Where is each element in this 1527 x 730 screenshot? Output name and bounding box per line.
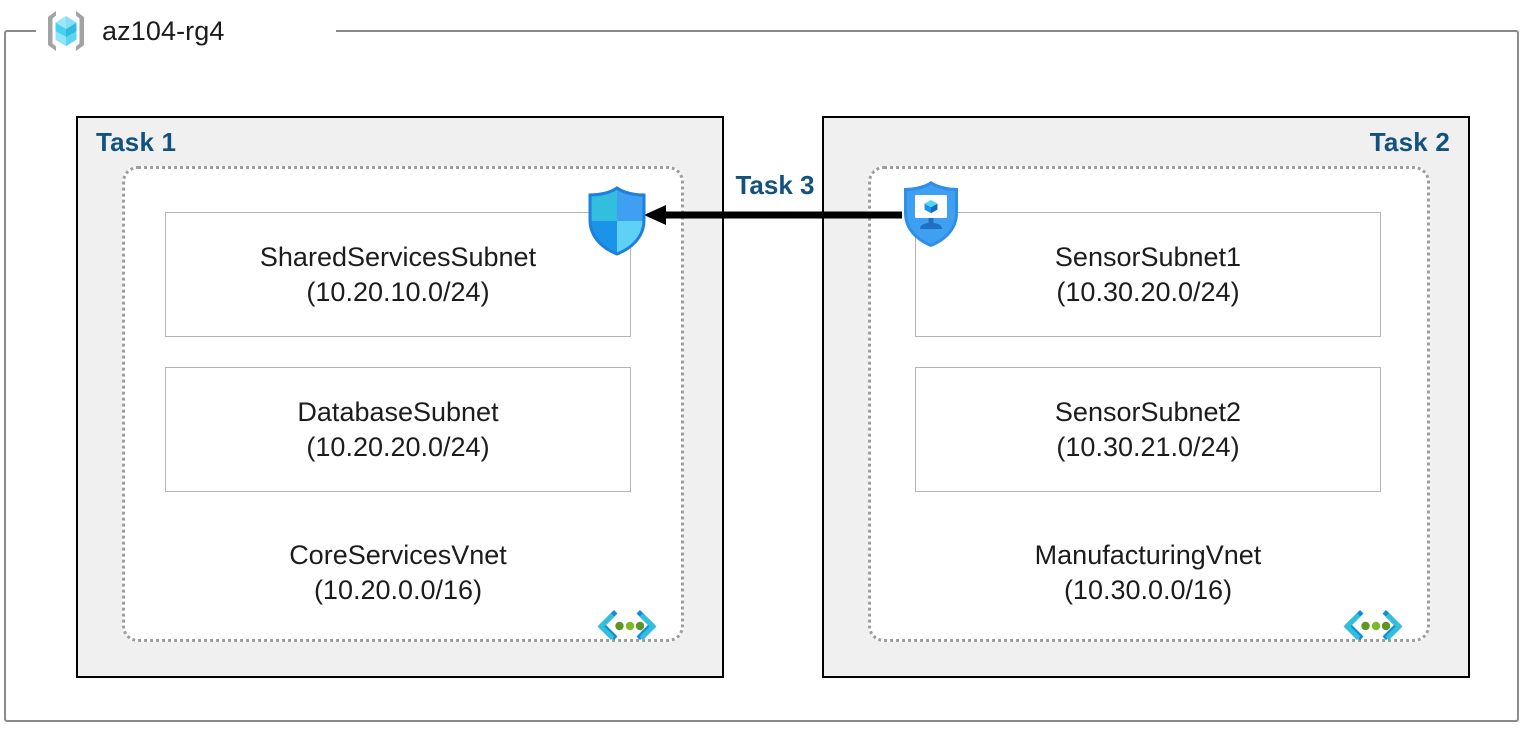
resource-group-cube-icon [42,7,90,55]
resource-group-header: az104-rg4 [42,4,224,58]
subnet-cidr: (10.30.21.0/24) [1056,431,1240,462]
virtual-network-icon [1340,606,1406,648]
subnet-box-sensor1: SensorSubnet1 (10.30.20.0/24) [915,212,1381,337]
vnet-caption-manufacturing: ManufacturingVnet (10.30.0.0/16) [915,538,1381,607]
network-security-group-shield-icon [586,186,648,256]
subnet-box-sensor2: SensorSubnet2 (10.30.21.0/24) [915,367,1381,492]
vnet-name: ManufacturingVnet [1034,540,1262,570]
vnet-cidr: (10.30.0.0/16) [1063,574,1233,605]
task-1-label: Task 1 [96,127,177,157]
subnet-cidr: (10.20.20.0/24) [306,431,490,462]
peering-connection-arrow [644,205,902,225]
vnet-name: CoreServicesVnet [289,540,507,570]
subnet-name: SensorSubnet1 [1054,241,1242,272]
subnet-name: SensorSubnet2 [1054,396,1242,427]
task-2-label: Task 2 [1369,127,1450,157]
task-3-label: Task 3 [735,170,815,200]
vnet-caption-coreservices: CoreServicesVnet (10.20.0.0/16) [165,538,631,607]
resource-group-title: az104-rg4 [102,15,225,46]
subnet-name: SharedServicesSubnet [259,241,537,272]
network-watcher-shield-icon [900,179,962,249]
vnet-cidr: (10.20.0.0/16) [313,574,483,605]
resource-group-frame [4,30,1519,722]
subnet-box-sharedservices: SharedServicesSubnet (10.20.10.0/24) [165,212,631,337]
subnet-cidr: (10.20.10.0/24) [306,276,490,307]
subnet-box-database: DatabaseSubnet (10.20.20.0/24) [165,367,631,492]
subnet-cidr: (10.30.20.0/24) [1056,276,1240,307]
resource-group-title-notch [36,24,336,36]
virtual-network-icon [594,606,660,648]
subnet-name: DatabaseSubnet [297,396,499,427]
